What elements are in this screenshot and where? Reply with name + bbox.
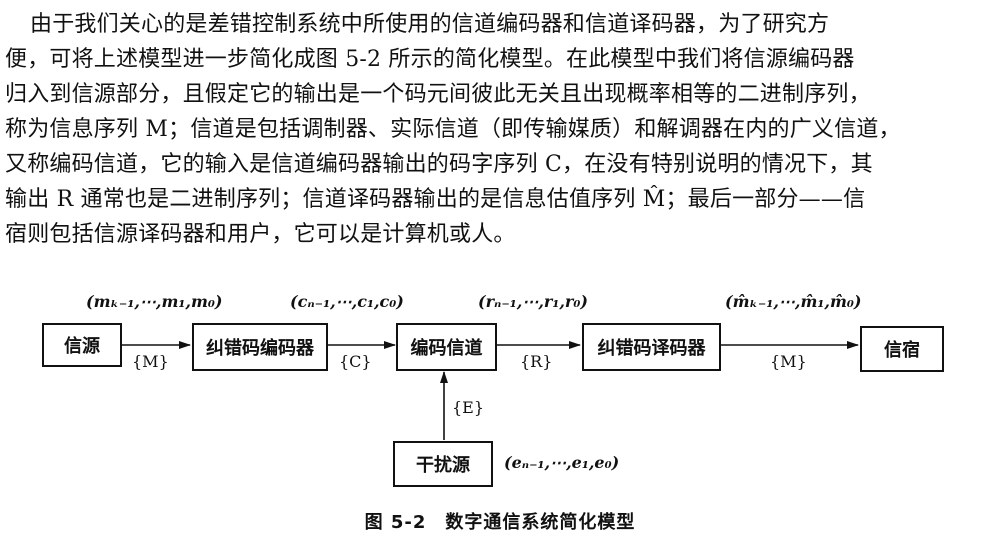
sink-box: 信宿 — [860, 326, 944, 372]
paragraph-line: 又称编码信道，它的输入是信道编码器输出的码字序列 C，在没有特别说明的情况下，其 — [5, 152, 873, 177]
sequence-m-hat: (m̂ₖ₋₁,⋯,m̂₁,m̂₀) — [725, 292, 862, 311]
source-box: 信源 — [42, 323, 122, 367]
label-m-hat: {M} — [770, 352, 807, 371]
sequence-m: (mₖ₋₁,⋯,m₁,m₀) — [86, 292, 223, 311]
encoder-box: 纠错码编码器 — [192, 323, 328, 371]
figure-caption: 图 5-2 数字通信系统简化模型 — [364, 512, 636, 533]
channel-box: 编码信道 — [396, 323, 497, 371]
label-m: {M} — [132, 352, 169, 371]
sequence-r: (rₙ₋₁,⋯,r₁,r₀) — [478, 292, 588, 311]
label-r: {R} — [520, 352, 553, 371]
label-c: {C} — [339, 352, 372, 371]
paragraph-line: 由于我们关心的是差错控制系统中所使用的信道编码器和信道译码器，为了研究方 — [30, 12, 830, 37]
paragraph-line: 称为信息序列 M；信道是包括调制器、实际信道（即传输媒质）和解调器在内的广义信道… — [5, 117, 901, 142]
decoder-box: 纠错码译码器 — [582, 323, 721, 371]
sequence-c: (cₙ₋₁,⋯,c₁,c₀) — [290, 292, 404, 311]
sequence-e: (eₙ₋₁,⋯,e₁,e₀) — [504, 453, 620, 472]
label-e: {E} — [452, 398, 485, 417]
noise-box: 干扰源 — [393, 441, 493, 487]
paragraph-line: 宿则包括信源译码器和用户，它可以是计算机或人。 — [5, 222, 516, 247]
paragraph-line: 归入到信源部分，且假定它的输出是一个码元间彼此无关且出现概率相等的二进制序列， — [5, 82, 871, 107]
paragraph-line: 输出 R 通常也是二进制序列；信道译码器输出的是信息估值序列 M̂；最后一部分—… — [5, 187, 866, 212]
paragraph-line: 便，可将上述模型进一步简化成图 5-2 所示的简化模型。在此模型中我们将信源编码… — [5, 47, 855, 72]
